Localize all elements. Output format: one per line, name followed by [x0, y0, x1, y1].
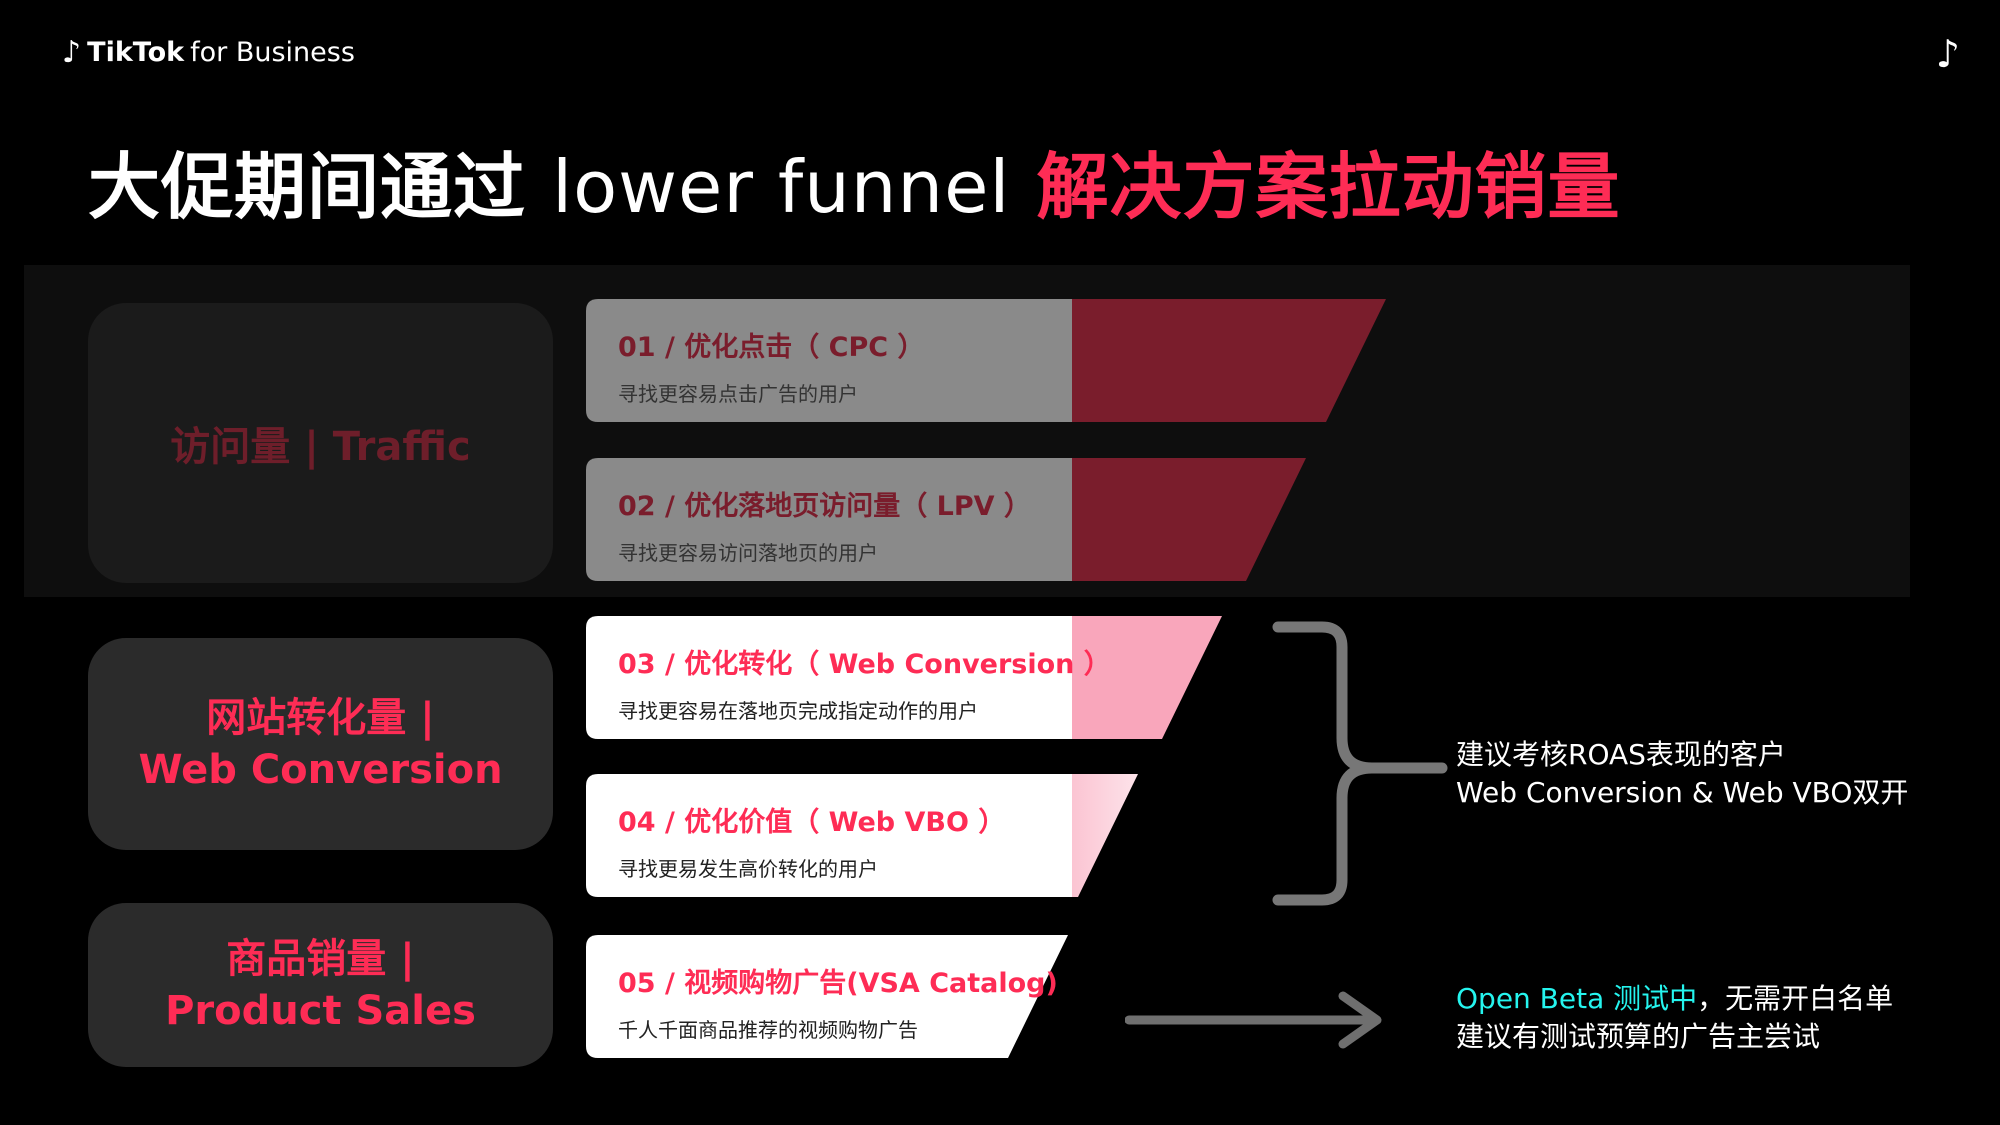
slide-title: 大促期间通过 lower funnel 解决方案拉动销量 [88, 128, 1620, 233]
funnel-item-subtitle: 千人千面商品推荐的视频购物广告 [618, 1018, 918, 1042]
brand-logo: ♪ TikTok for Business [62, 32, 355, 72]
funnel-item-web-vbo: 04 / 优化价值（ Web VBO ） 寻找更易发生高价转化的用户 [586, 774, 1138, 897]
roas-note-line2: Web Conversion & Web VBO双开 [1456, 776, 1909, 809]
funnel-item-subtitle: 寻找更容易点击广告的用户 [618, 382, 858, 406]
funnel-item-title: 01 / 优化点击（ CPC ） [618, 332, 925, 363]
funnel-item-lpv: 02 / 优化落地页访问量（ LPV ） 寻找更容易访问落地页的用户 [586, 458, 1306, 581]
funnel-item-vsa-catalog: 05 / 视频购物广告(VSA Catalog) 千人千面商品推荐的视频购物广告 [586, 935, 1068, 1058]
funnel-bar-cpc [586, 299, 1386, 422]
funnel-item-title: 02 / 优化落地页访问量（ LPV ） [618, 491, 1031, 522]
funnel-item-title: 03 / 优化转化（ Web Conversion ） [618, 649, 1111, 680]
right-arrow-icon [1125, 991, 1382, 1049]
category-product-sales: 商品销量 | Product Sales [88, 903, 553, 1067]
funnel-item-title: 05 / 视频购物广告(VSA Catalog) [618, 968, 1058, 999]
right-bracket-icon [1272, 621, 1448, 906]
funnel-item-cpc: 01 / 优化点击（ CPC ） 寻找更容易点击广告的用户 [586, 299, 1386, 422]
funnel-item-subtitle: 寻找更容易在落地页完成指定动作的用户 [618, 699, 978, 723]
category-product-sales-line2: Product Sales [165, 988, 476, 1034]
roas-note-line1: 建议考核ROAS表现的客户 [1456, 738, 1786, 771]
funnel-item-subtitle: 寻找更容易访问落地页的用户 [618, 541, 878, 565]
category-web-conversion-line1: 网站转化量 | [206, 695, 435, 741]
beta-highlight: Open Beta 测试中 [1456, 982, 1698, 1015]
beta-rest: ，无需开白名单 [1697, 982, 1894, 1015]
funnel-item-web-conversion: 03 / 优化转化（ Web Conversion ） 寻找更容易在落地页完成指… [586, 616, 1222, 739]
funnel-bar-lpv [586, 458, 1306, 581]
funnel-bar-vsa-catalog [586, 935, 1068, 1058]
funnel-bar-web-vbo [586, 774, 1138, 897]
title-part3: 解决方案拉动销量 [1036, 145, 1621, 229]
brand-suffix: for Business [190, 36, 355, 68]
category-product-sales-line1: 商品销量 | [226, 936, 415, 982]
brand-name: TikTok [87, 36, 185, 68]
funnel-item-subtitle: 寻找更易发生高价转化的用户 [618, 857, 878, 881]
category-traffic: 访问量 | Traffic [88, 303, 553, 583]
funnel-bar-web-conversion [586, 616, 1222, 739]
category-web-conversion: 网站转化量 | Web Conversion [88, 638, 553, 850]
funnel-item-title: 04 / 优化价值（ Web VBO ） [618, 807, 1006, 838]
roas-note: 建议考核ROAS表现的客户 Web Conversion & Web VBO双开 [1456, 736, 1908, 812]
beta-note-line2: 建议有测试预算的广告主尝试 [1456, 1020, 1821, 1053]
tiktok-note-icon: ♪ [62, 34, 82, 70]
title-part1: 大促期间通过 [88, 145, 527, 229]
category-web-conversion-line2: Web Conversion [138, 747, 503, 793]
beta-note: Open Beta 测试中，无需开白名单 建议有测试预算的广告主尝试 [1456, 980, 1893, 1056]
title-part2: lower funnel [552, 145, 1011, 229]
category-traffic-label: 访问量 | Traffic [170, 424, 471, 470]
tiktok-corner-icon: ♪ [1935, 32, 1960, 76]
